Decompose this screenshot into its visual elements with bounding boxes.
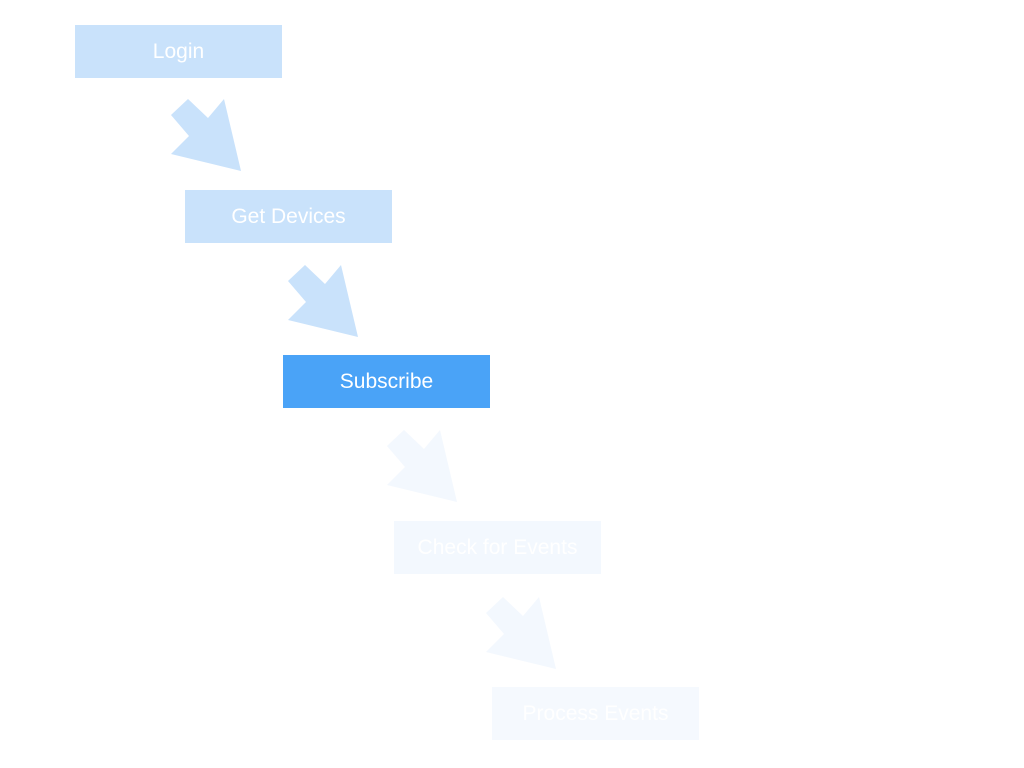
arrow-down-right-icon (169, 97, 245, 171)
step-label: Login (152, 39, 205, 63)
step-label: Check for Events (417, 535, 578, 559)
arrow-down-right-icon (385, 428, 461, 502)
step-label: Subscribe (339, 369, 434, 393)
step-login: Login (75, 25, 282, 78)
step-process-events: Process Events (492, 687, 699, 740)
step-label: Get Devices (231, 204, 346, 228)
step-get-devices: Get Devices (185, 190, 392, 243)
arrow-down-right-icon (286, 263, 362, 337)
arrow-down-right-icon (484, 595, 560, 669)
step-subscribe: Subscribe (283, 355, 490, 408)
step-label: Process Events (522, 701, 669, 725)
step-check-for-events: Check for Events (394, 521, 601, 574)
